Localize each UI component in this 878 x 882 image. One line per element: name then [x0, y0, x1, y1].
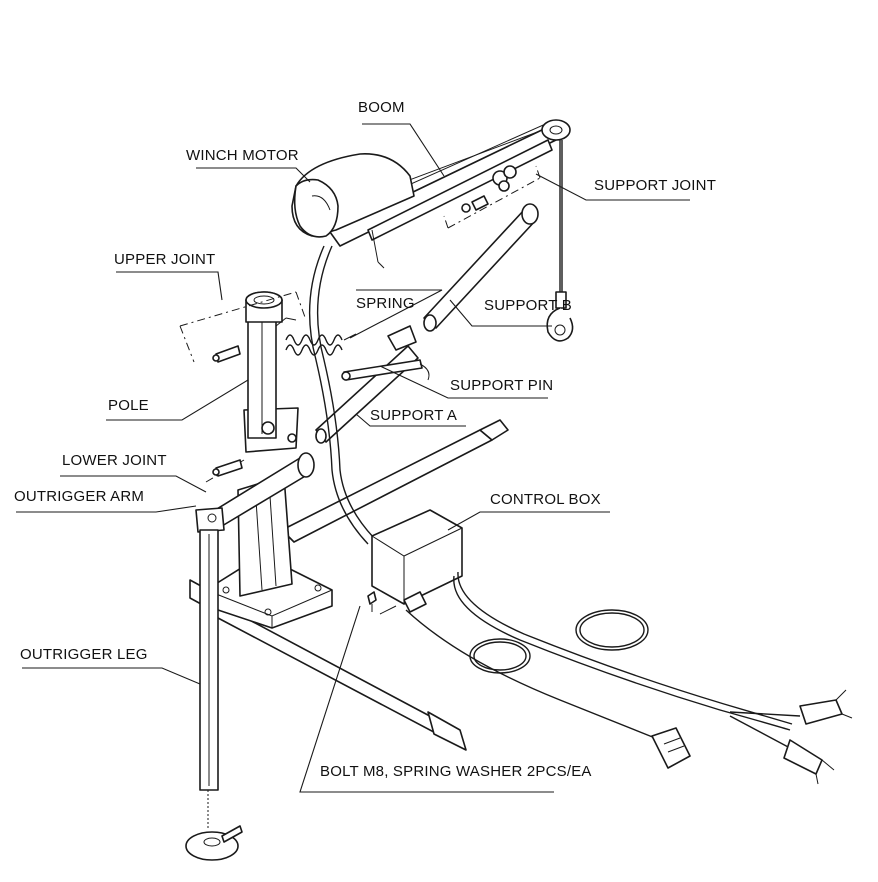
- pole: [237, 291, 299, 597]
- bolt-label: BOLT M8, SPRING WASHER 2PCS/EA: [320, 763, 592, 780]
- outrigger-arm: [195, 452, 315, 533]
- support-pin: [341, 359, 430, 381]
- lower-joint-label: LOWER JOINT: [62, 452, 167, 469]
- power-cable: [308, 245, 375, 545]
- hook-assembly: [546, 140, 574, 342]
- spring-label: SPRING: [356, 295, 415, 312]
- bolt: [367, 591, 397, 615]
- label-text: BOOM WINCH MOTOR SUPPORT JOINT UPPER JOI…: [14, 99, 716, 780]
- outrigger-leg: [185, 529, 243, 861]
- support-pin-label: SUPPORT PIN: [450, 377, 553, 394]
- outrigger-arm-label: OUTRIGGER ARM: [14, 488, 144, 505]
- pole-label: POLE: [108, 397, 149, 414]
- winch-motor-label: WINCH MOTOR: [186, 147, 299, 164]
- lower-joint: [205, 459, 245, 483]
- support-joint-label: SUPPORT JOINT: [594, 177, 716, 194]
- leader-lines: [16, 123, 690, 793]
- control-box: [371, 509, 853, 785]
- control-box-label: CONTROL BOX: [490, 491, 601, 508]
- boom-label: BOOM: [358, 99, 405, 116]
- support-b: [423, 203, 539, 332]
- outrigger-leg-label: OUTRIGGER LEG: [20, 646, 148, 663]
- support-b-label: SUPPORT B: [484, 297, 572, 314]
- winch-motor: [291, 153, 415, 238]
- upper-joint: [179, 291, 307, 363]
- support-a-label: SUPPORT A: [370, 407, 457, 424]
- upper-joint-label: UPPER JOINT: [114, 251, 215, 268]
- support-joint: [443, 165, 541, 229]
- spring: [285, 333, 357, 356]
